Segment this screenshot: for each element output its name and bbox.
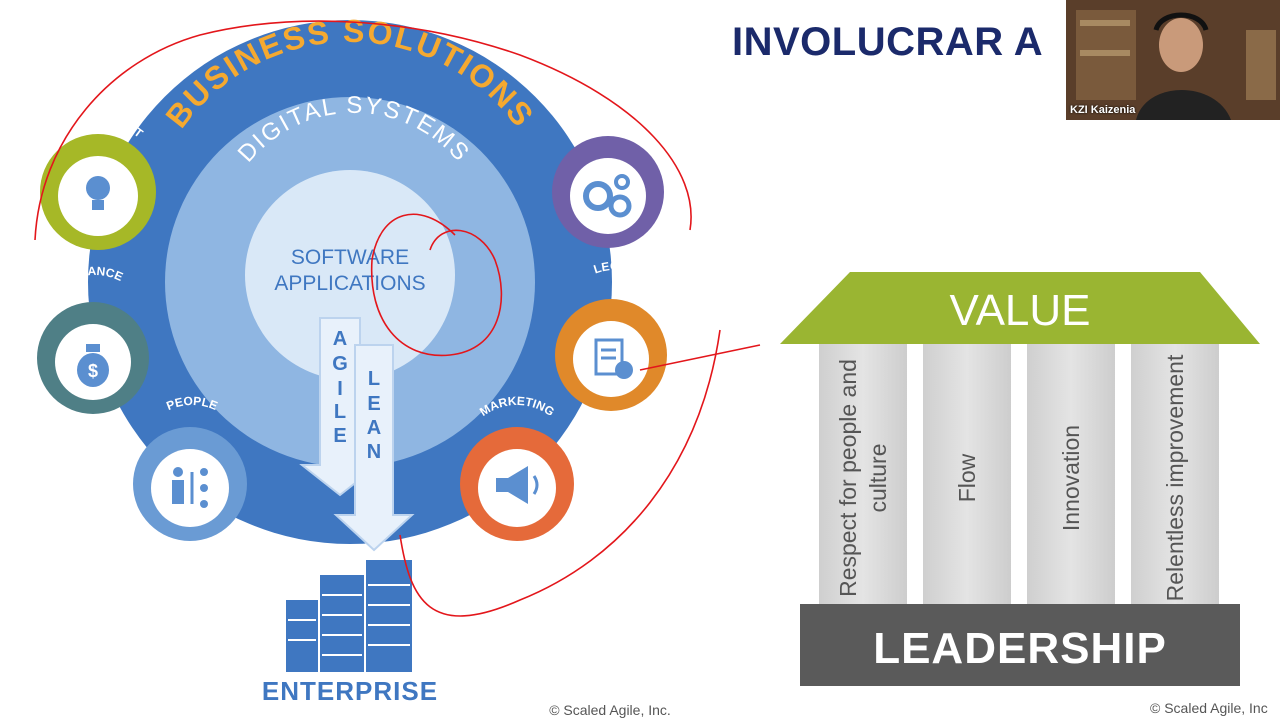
- pillar-respect: Respect for people and culture: [819, 344, 907, 612]
- pillar-flow-label: Flow: [954, 453, 980, 503]
- pillar-innovation: Innovation: [1027, 344, 1115, 612]
- svg-text:G: G: [332, 353, 348, 375]
- operations-badge: OPERATIONS: [552, 102, 664, 248]
- finance-badge: FINANCE $: [37, 264, 149, 414]
- business-solutions-diagram: BUSINESS SOLUTIONS DIGITAL SYSTEMS SOFTW…: [34, 13, 761, 718]
- svg-text:FINANCE: FINANCE: [65, 264, 125, 284]
- slide-title: INVOLUCRAR A: [732, 20, 1044, 64]
- lightbulb-icon: [86, 176, 110, 210]
- legal-badge: LEGAL: [555, 259, 667, 411]
- svg-text:L: L: [334, 401, 346, 423]
- enterprise-building-icon: [286, 560, 412, 672]
- copyright-left: © Scaled Agile, Inc.: [549, 702, 671, 718]
- pillar-relentless-improvement: Relentless improvement: [1131, 344, 1219, 612]
- leadership-foundation: LEADERSHIP: [800, 604, 1240, 686]
- pillar-innovation-label: Innovation: [1058, 424, 1084, 532]
- people-org-icon: [172, 467, 208, 508]
- core-circle: [245, 170, 455, 380]
- svg-text:N: N: [367, 441, 381, 463]
- copyright-right: © Scaled Agile, Inc: [1150, 700, 1268, 716]
- svg-text:A: A: [367, 417, 381, 439]
- participant-name: KZI Kaizenia: [1070, 104, 1136, 116]
- svg-text:PEOPLE: PEOPLE: [164, 394, 219, 413]
- megaphone-icon: [496, 466, 539, 504]
- development-badge: DEVELOPMENT: [40, 114, 156, 250]
- svg-text:E: E: [367, 393, 380, 415]
- core-label-line2: APPLICATIONS: [274, 272, 425, 295]
- pillar-flow: Flow: [923, 344, 1011, 612]
- svg-text:L: L: [368, 368, 380, 390]
- svg-text:LEGAL: LEGAL: [592, 259, 638, 276]
- enterprise-label: ENTERPRISE: [262, 676, 438, 706]
- people-badge: PEOPLE: [133, 394, 247, 541]
- value-roof-label: VALUE: [949, 286, 1091, 335]
- svg-text:E: E: [333, 425, 346, 447]
- svg-text:I: I: [337, 378, 343, 400]
- gears-icon: [583, 174, 632, 218]
- document-check-icon: [594, 338, 633, 379]
- lean-arrow: [333, 344, 415, 552]
- money-bag-icon: $: [77, 344, 109, 387]
- handwritten-annotations: [34, 20, 761, 617]
- video-participant-tile[interactable]: KZI Kaizenia: [1066, 0, 1280, 120]
- participant-video-feed: [1066, 0, 1280, 120]
- leadership-label: LEADERSHIP: [873, 624, 1167, 673]
- value-roof: [780, 272, 1260, 344]
- svg-text:$: $: [88, 361, 98, 381]
- lean-letters: L E A N: [367, 368, 381, 463]
- svg-text:A: A: [333, 328, 347, 350]
- agile-letters: A G I L E: [332, 328, 348, 447]
- pillar-respect-label: Respect for people and culture: [835, 359, 891, 597]
- core-label-line1: SOFTWARE: [291, 246, 409, 269]
- pillar-relentless-improvement-label: Relentless improvement: [1162, 354, 1188, 602]
